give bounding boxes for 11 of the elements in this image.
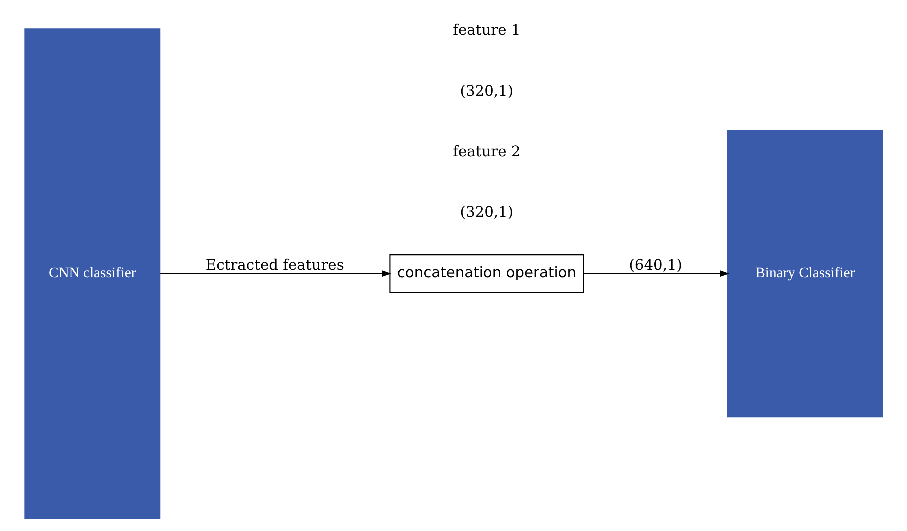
node-box: Binary Classifier xyxy=(727,130,883,418)
label: feature 1 xyxy=(452,22,520,40)
node-box: CNN classifier xyxy=(24,28,160,520)
label: (320,1) xyxy=(460,204,514,222)
edge-label: (640,1) xyxy=(628,256,682,274)
node-box: concatenation operation xyxy=(389,254,584,294)
label: feature 2 xyxy=(452,143,520,160)
arrow xyxy=(160,270,392,278)
edge-label: Ectracted features xyxy=(205,256,344,274)
arrow xyxy=(583,270,730,278)
label: (320,1) xyxy=(460,82,514,100)
